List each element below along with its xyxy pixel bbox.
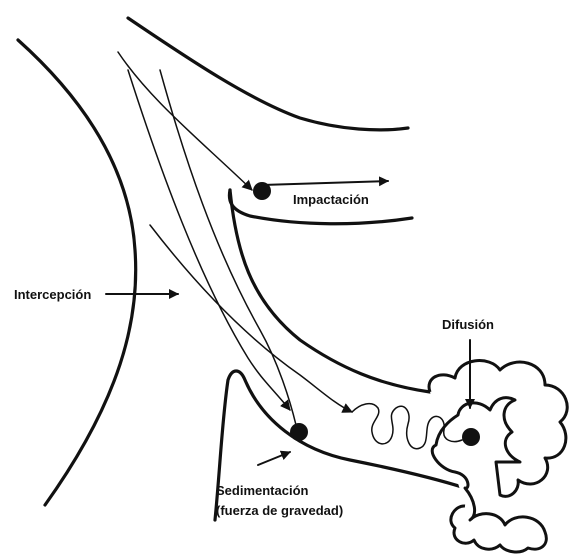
trajectory-impaction bbox=[118, 52, 252, 190]
particle-diffusion bbox=[462, 428, 480, 446]
alveolar-sac bbox=[429, 361, 567, 552]
sedimentation-pointer-arrow bbox=[258, 452, 290, 465]
label-sedimentation-line2: (fuerza de gravedad) bbox=[216, 503, 343, 518]
impaction-flow-arrow bbox=[262, 181, 388, 185]
label-impaction: Impactación bbox=[293, 192, 369, 207]
label-sedimentation-line1: Sedimentación bbox=[216, 483, 309, 498]
label-interception: Intercepción bbox=[14, 287, 91, 302]
particle-sedimentation bbox=[290, 423, 308, 441]
airway-wall-left-outer bbox=[18, 40, 136, 505]
trajectory-diffusion-entry bbox=[150, 225, 352, 412]
trajectory-sedimentation bbox=[128, 70, 290, 410]
label-diffusion: Difusión bbox=[442, 317, 494, 332]
